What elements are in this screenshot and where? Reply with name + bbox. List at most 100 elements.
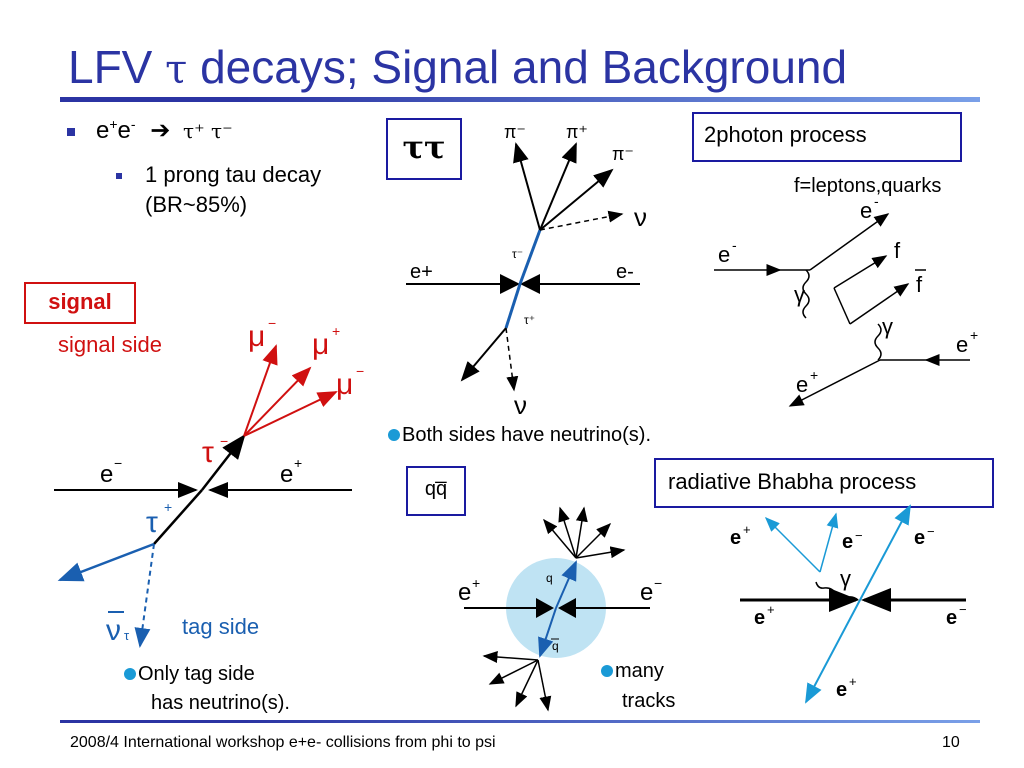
tp-label-gamma1: γ — [794, 282, 805, 307]
sub-bullet-line1: 1 prong tau decay — [145, 162, 322, 187]
bullet-taus: τ⁺ τ⁻ — [183, 119, 233, 143]
bullet-sup: - — [130, 116, 136, 132]
tp-eminus-out — [809, 213, 890, 271]
tt-tag-track — [460, 327, 507, 382]
label-mu2: μ — [312, 328, 329, 361]
tt-pion-2 — [539, 142, 577, 231]
signal-note-line2: has neutrino(s). — [151, 692, 290, 714]
qq-jet1-track3 — [575, 522, 612, 559]
tautau-box: ττ — [386, 118, 462, 180]
bh-label-e-minus-top: e — [914, 527, 925, 549]
tt-tau-plus — [504, 283, 522, 329]
arrow-icon: ➔ — [150, 117, 171, 144]
label-sup: − — [855, 528, 863, 543]
label-tau-minus: τ — [202, 436, 214, 469]
tag-side-label: tag side — [182, 614, 260, 639]
tp-photon-2 — [874, 323, 882, 361]
sub-bullet-marker — [116, 173, 122, 179]
label-antinu: ν — [106, 614, 121, 647]
signal-side-label: signal side — [58, 332, 162, 357]
bh-label-e-minus-mid: e — [842, 531, 853, 553]
tp-label-e3: e — [956, 332, 968, 357]
tt-label-pi2: π⁺ — [566, 122, 588, 142]
tp-photon-1 — [802, 269, 810, 319]
label-e-minus: e — [100, 461, 113, 488]
title-tau: τ — [165, 47, 188, 93]
tautau-diagram: e+ e- π⁻ π⁺ π⁻ ν ν τ⁻ τ⁺ — [406, 122, 647, 418]
qq-vertex-right — [558, 598, 576, 618]
qq-box: qq̅ — [406, 466, 466, 516]
signal-note-text1: Only tag side — [138, 663, 255, 685]
tautau-box-label: ττ — [402, 128, 446, 166]
qq-diagram: e+ e− q q — [458, 506, 662, 712]
tt-tau-minus — [518, 229, 542, 285]
bh-photon-track-1 — [819, 512, 839, 573]
bh-label-e-plus-bottom: e — [836, 679, 847, 701]
qq-jet2-track3 — [515, 659, 539, 708]
label-sup: − — [356, 363, 364, 379]
label-sup: + — [332, 323, 340, 339]
label-tau-plus: τ — [146, 506, 158, 539]
label-sup: - — [732, 237, 737, 253]
bullet-dot — [124, 668, 136, 680]
qq-antiquark — [538, 607, 557, 658]
title-suffix: decays; Signal and Background — [187, 41, 848, 93]
twophoton-box-label: 2photon process — [704, 122, 867, 147]
label-mu1: μ — [248, 320, 265, 353]
muon-track-1 — [243, 344, 278, 437]
tp-label-e4: e — [796, 372, 808, 397]
bullet-marker — [67, 128, 75, 136]
tp-label-f: f — [894, 238, 901, 263]
bhabha-diagram: e+ e− e− γ e+ e− e+ — [730, 504, 967, 704]
bh-eminus-out — [859, 504, 911, 601]
tt-label-nu2: ν — [514, 390, 527, 418]
bullet-dot — [601, 665, 613, 677]
title-rule — [60, 97, 980, 102]
tp-fbar-line — [849, 283, 910, 325]
label-sup: - — [874, 196, 879, 209]
tt-label-pi3: π⁻ — [612, 144, 634, 164]
bh-photon-track-2 — [764, 516, 821, 573]
tau-plus-track — [153, 489, 203, 545]
tt-label-tau-minus: τ⁻ — [512, 247, 523, 261]
tp-label-e2: e — [860, 198, 872, 223]
bhabha-box: radiative Bhabha process — [654, 458, 994, 508]
sub-bullet-line2: (BR~85%) — [145, 192, 248, 217]
muon-track-3 — [243, 391, 338, 437]
tt-neutrino-1 — [539, 210, 624, 231]
qq-vertex-left — [536, 598, 554, 618]
qq-jet2-track2 — [488, 659, 539, 685]
qq-quark — [555, 560, 577, 609]
qq-jet1-track5 — [543, 518, 577, 559]
neutrino-track — [134, 543, 155, 648]
tautau-note-text: Both sides have neutrino(s). — [402, 424, 652, 446]
label-sup: + — [810, 367, 818, 383]
tt-vertex-left — [500, 274, 520, 294]
qq-jet1-track1 — [558, 506, 577, 559]
bh-eplus-out — [805, 599, 861, 704]
twophoton-subtitle: f=leptons,quarks — [794, 175, 942, 197]
title-prefix: LFV — [68, 41, 166, 93]
label-sup: + — [849, 674, 857, 689]
tt-vertex-right — [520, 274, 540, 294]
twophoton-box: 2photon process — [692, 112, 962, 162]
bullet-dot — [388, 429, 400, 441]
bh-label-e-plus-beam: e — [754, 607, 765, 629]
qq-label-q: q — [546, 571, 553, 585]
label-tau-sub: τ — [124, 628, 130, 643]
muon-track-2 — [243, 366, 312, 437]
label-mu3: μ — [336, 368, 353, 401]
qq-jet2-track1 — [482, 651, 539, 663]
qq-label-e-minus: e — [640, 579, 653, 606]
bh-label-gamma: γ — [840, 566, 851, 591]
tt-label-pi1: π⁻ — [504, 122, 526, 142]
tp-f-line — [833, 255, 888, 289]
tt-label-e-plus: e+ — [410, 261, 433, 283]
footer-text: 2008/4 International workshop e+e- colli… — [70, 734, 496, 751]
label-sup: + — [164, 499, 172, 515]
signal-note-line1: Only tag side — [124, 663, 255, 686]
qq-note-line1: many — [601, 660, 664, 683]
main-bullet: e+e- ➔ τ⁺ τ⁻ — [96, 116, 233, 145]
qq-jet1-track2 — [575, 506, 588, 559]
tt-pion-1 — [513, 142, 541, 231]
